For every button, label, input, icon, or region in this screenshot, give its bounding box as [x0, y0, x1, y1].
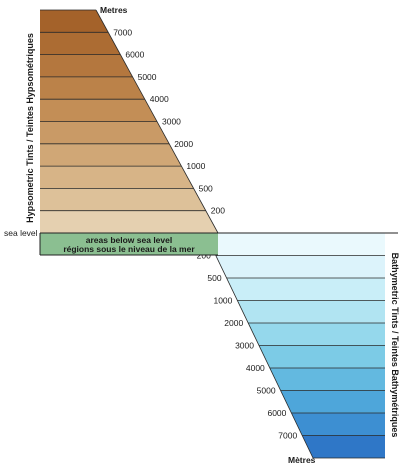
hypsometric-band	[40, 143, 182, 167]
bathymetric-band	[280, 390, 385, 413]
bathymetric-band	[302, 435, 385, 458]
bathymetric-tick-label: 2000	[224, 318, 243, 328]
bathymetric-band	[259, 345, 385, 368]
hypsometric-tick-label: 2000	[174, 139, 193, 149]
bathymetric-band	[248, 323, 385, 346]
bathymetric-band	[269, 368, 385, 391]
hypsometric-edge	[95, 9, 219, 234]
hypsometric-band	[40, 121, 170, 144]
below-sea-level-label-en: areas below sea level	[86, 235, 172, 245]
hypsometric-tick-label: 500	[199, 183, 213, 193]
below-sea-level-label-fr: régions sous le niveau de la mer	[63, 244, 195, 254]
bathymetric-edge	[204, 232, 314, 459]
hypsometric-labels: 7000 6000 5000 4000 3000 2000 1000 500 200	[113, 27, 225, 215]
bathymetric-tick-label: 5000	[257, 386, 276, 396]
hypsometric-band	[40, 32, 121, 55]
hypsometric-tick-label: 200	[211, 206, 225, 216]
bathymetric-tints-title: Bathymetric Tints / Teintes Bathymétriqu…	[390, 253, 400, 438]
bathymetric-tick-label: 500	[207, 273, 221, 283]
hypsometric-tick-label: 7000	[113, 27, 132, 37]
hypsometric-band	[40, 10, 109, 33]
bathymetric-band	[205, 233, 385, 256]
hypsometric-tick-label: 3000	[162, 117, 181, 127]
hypsometric-band	[40, 166, 194, 189]
bathymetric-tick-label: 6000	[267, 408, 286, 418]
bathymetric-tick-label: 7000	[278, 431, 297, 441]
hypsometric-tick-label: 1000	[186, 161, 205, 171]
hypsometric-tick-label: 4000	[150, 94, 169, 104]
bathymetric-band	[215, 255, 385, 278]
bathymetric-tick-label: 4000	[246, 363, 265, 373]
bathymetric-band	[291, 413, 385, 436]
hypsometric-band	[40, 54, 133, 77]
hypsometric-tick-label: 6000	[125, 50, 144, 60]
metres-footer-label: Mètres	[288, 455, 316, 465]
metres-header-label: Metres	[100, 5, 128, 15]
bathymetric-tick-label: 3000	[235, 341, 254, 351]
hypsometric-tints-title: Hypsometric Tints / Teintes Hypsométriqu…	[25, 33, 35, 223]
hypsometric-band	[40, 76, 145, 100]
hypsometric-band	[40, 99, 157, 122]
bathymetric-band	[226, 278, 385, 301]
bathymetric-bands	[204, 232, 385, 459]
below-sea-level-band	[40, 233, 218, 255]
bathymetric-tick-label: 1000	[213, 296, 232, 306]
hypsometric-bands	[40, 9, 219, 234]
hypsometric-band	[40, 210, 218, 233]
hypsometric-tick-label: 5000	[138, 72, 157, 82]
hypsometric-band	[40, 188, 206, 211]
bathymetric-band	[237, 300, 385, 323]
sea-level-label: sea level	[4, 228, 38, 238]
